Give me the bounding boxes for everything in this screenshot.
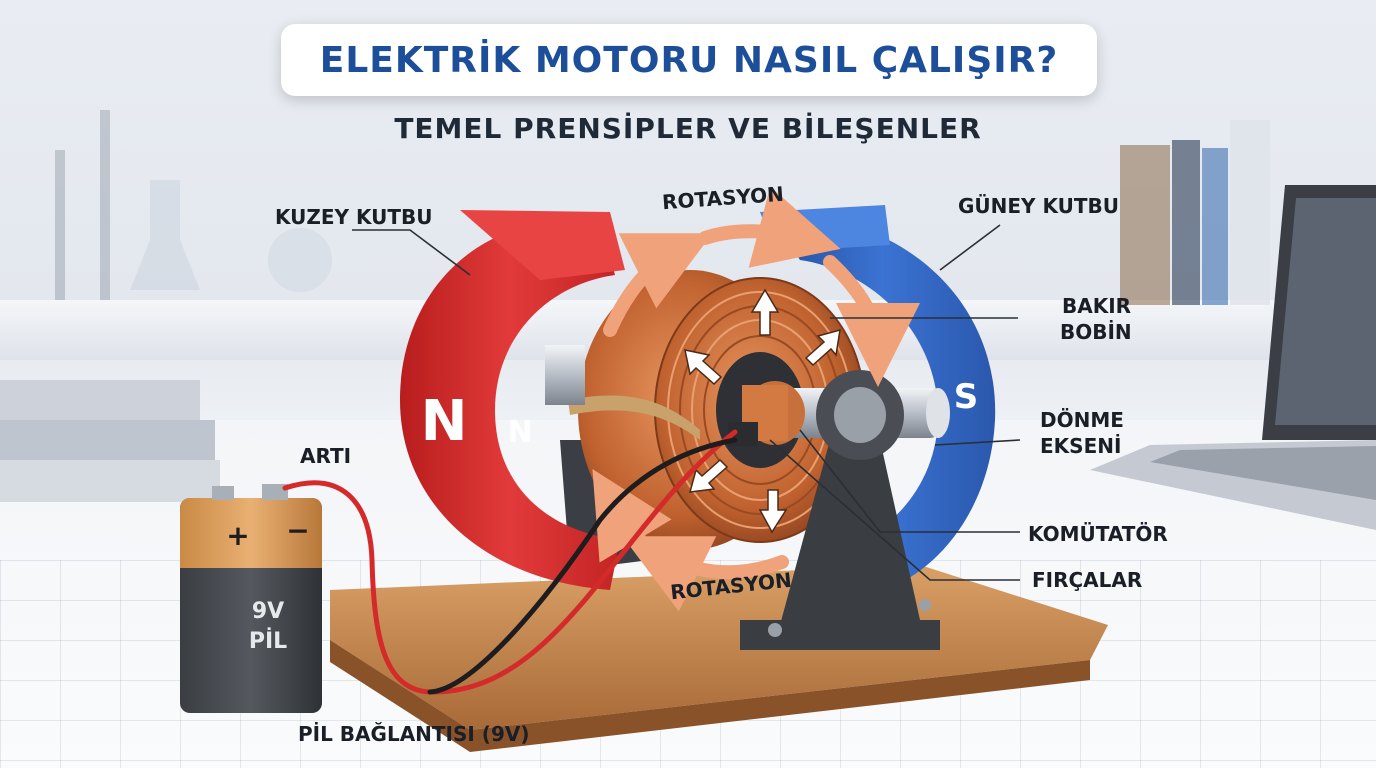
rotation-arrow-bottom	[622, 536, 789, 612]
background-glassware	[55, 110, 332, 300]
label-copper-coil-line1: BAKIR	[1062, 294, 1132, 318]
field-arrows	[684, 288, 841, 534]
battery: + − 9V PİL	[180, 484, 322, 713]
label-commutator: KOMÜTATÖR	[1028, 522, 1168, 546]
label-copper-coil-line2: BOBİN	[1060, 320, 1132, 344]
label-positive: ARTI	[300, 444, 352, 468]
north-pole-letter-small: N	[507, 415, 532, 450]
wires	[282, 429, 738, 695]
leader-brushes	[769, 439, 1020, 581]
leader-axis	[934, 439, 1021, 446]
battery-minus-sign: −	[286, 514, 309, 547]
south-pole-letter: S	[954, 377, 979, 417]
north-pole-letter: N	[421, 389, 468, 454]
black-wire	[427, 437, 738, 695]
page-subtitle: TEMEL PRENSİPLER VE BİLEŞENLER	[394, 112, 982, 145]
north-magnet: N N	[400, 210, 625, 591]
leader-commutator	[799, 429, 1020, 533]
label-battery-connection: PİL BAĞLANTISI (9V)	[298, 722, 530, 746]
battery-type-text: PİL	[249, 628, 287, 654]
leader-south-pole	[939, 224, 1001, 271]
battery-plus-sign: +	[226, 519, 249, 552]
rotation-arrow-left-top	[603, 233, 713, 337]
label-axis-line1: DÖNME	[1040, 408, 1124, 432]
bearing-stand	[740, 370, 940, 650]
battery-voltage-text: 9V	[252, 599, 284, 624]
rotation-arrow-right	[823, 255, 920, 387]
title-banner: ELEKTRİK MOTORU NASIL ÇALIŞIR?	[281, 24, 1097, 96]
leader-lines	[352, 224, 1021, 581]
label-brushes: FIRÇALAR	[1032, 568, 1143, 592]
label-south-pole: GÜNEY KUTBU	[958, 194, 1120, 218]
leader-north-pole	[352, 229, 471, 276]
red-wire	[282, 429, 738, 695]
label-axis-line2: EKSENİ	[1040, 434, 1122, 458]
rotation-arrow-top	[698, 186, 841, 268]
page-title: ELEKTRİK MOTORU NASIL ÇALIŞIR?	[319, 39, 1059, 81]
label-north-pole: KUZEY KUTBU	[275, 205, 433, 229]
background-books	[0, 120, 1270, 502]
background-laptop	[1090, 185, 1376, 530]
